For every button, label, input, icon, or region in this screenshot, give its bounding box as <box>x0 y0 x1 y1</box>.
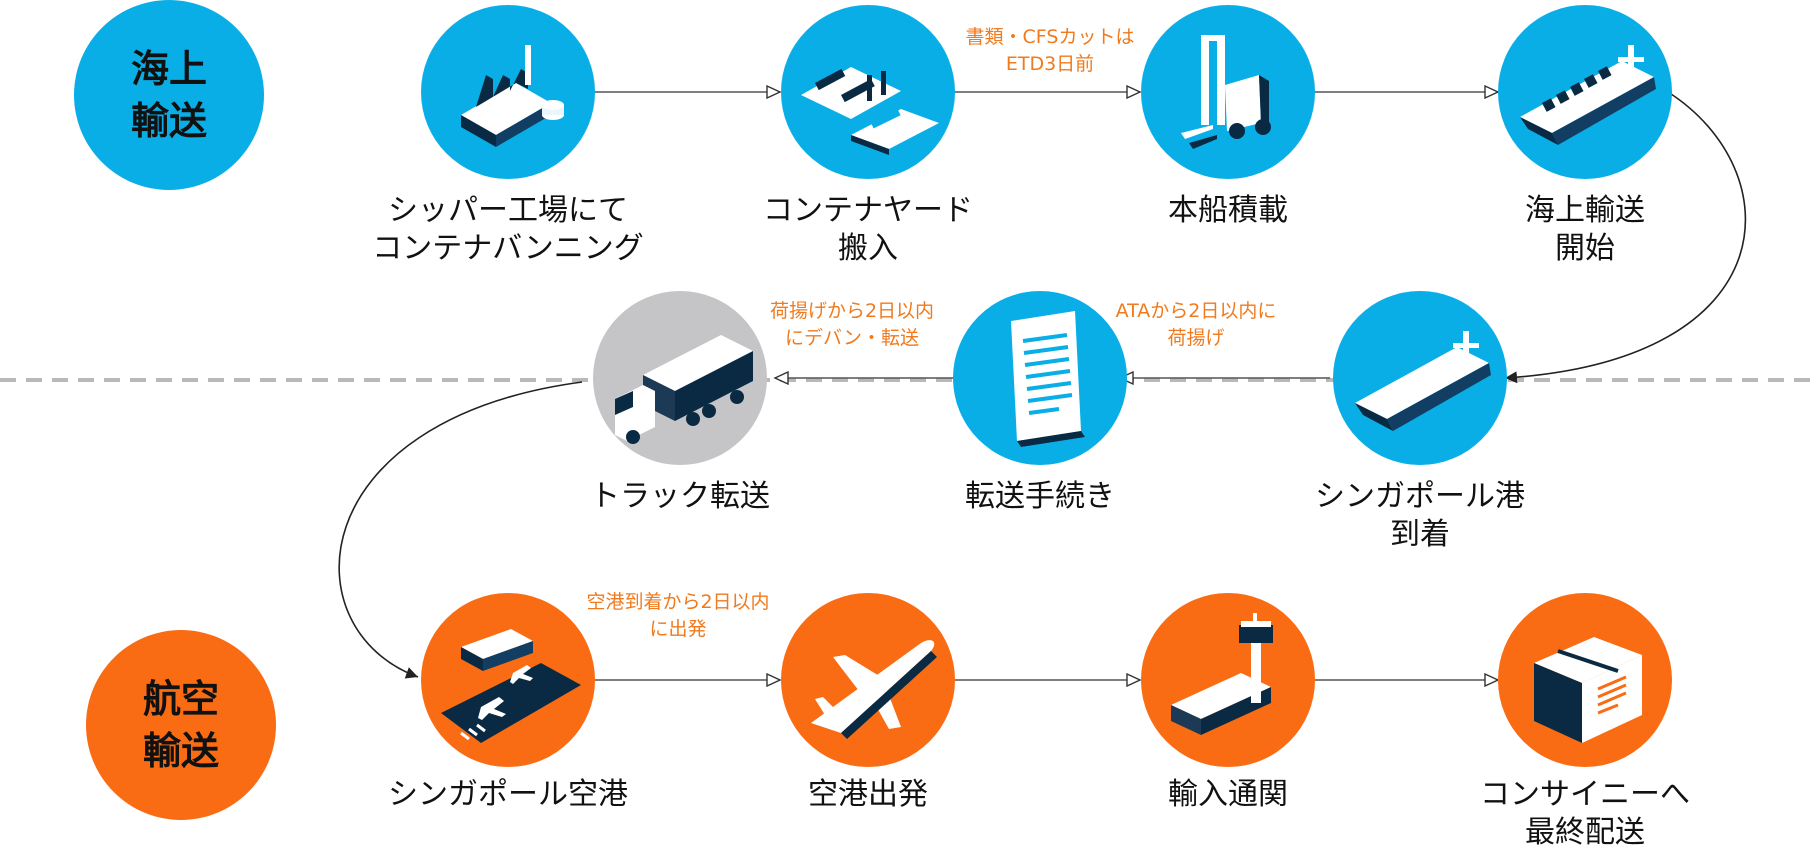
airplane-icon <box>781 593 955 767</box>
control-tower-icon <box>1141 593 1315 767</box>
note-unload: ATAから2日以内に 荷揚げ <box>1115 300 1277 349</box>
step-label: トラック転送 <box>590 479 770 514</box>
note-devan-transfer: 荷揚げから2日以内 にデバン・転送 <box>769 300 935 349</box>
forklift-icon <box>1141 5 1315 179</box>
note-cfs-cutoff: 書類・CFSカットは ETD3日前 <box>965 26 1135 75</box>
factory-icon <box>421 5 595 179</box>
box-icon <box>1498 593 1672 767</box>
ship-arrival-icon <box>1333 291 1507 465</box>
document-icon <box>953 291 1127 465</box>
step-label: 転送手続き <box>965 479 1115 514</box>
sea-transport-label: 海上 輸送 <box>130 47 207 143</box>
container-ship-icon <box>1498 5 1672 179</box>
truck-icon <box>593 291 767 465</box>
step-label: コンサイニーへ 最終配送 <box>1480 777 1690 850</box>
airport-icon <box>421 593 595 767</box>
step-label: 海上輸送 開始 <box>1525 193 1645 266</box>
step-label: シンガポール港 到着 <box>1315 479 1525 552</box>
container-yard-icon <box>781 5 955 179</box>
step-label: 空港出発 <box>808 777 928 812</box>
arrow-voyage-to-arrival <box>1504 91 1747 384</box>
air-transport-badge: 航空 輸送 <box>86 630 276 820</box>
step-label: 輸入通関 <box>1168 777 1288 812</box>
step-label: シンガポール空港 <box>388 777 628 812</box>
note-airport-departure: 空港到着から2日以内 に出発 <box>586 591 770 640</box>
step-label: コンテナヤード 搬入 <box>763 193 973 266</box>
air-transport-label: 航空 輸送 <box>142 677 219 773</box>
arrow-truck-to-airport <box>338 381 583 679</box>
step-label: シッパー工場にて コンテナバンニング <box>372 193 644 266</box>
sea-transport-badge: 海上 輸送 <box>74 0 264 190</box>
step-label: 本船積載 <box>1168 193 1288 228</box>
